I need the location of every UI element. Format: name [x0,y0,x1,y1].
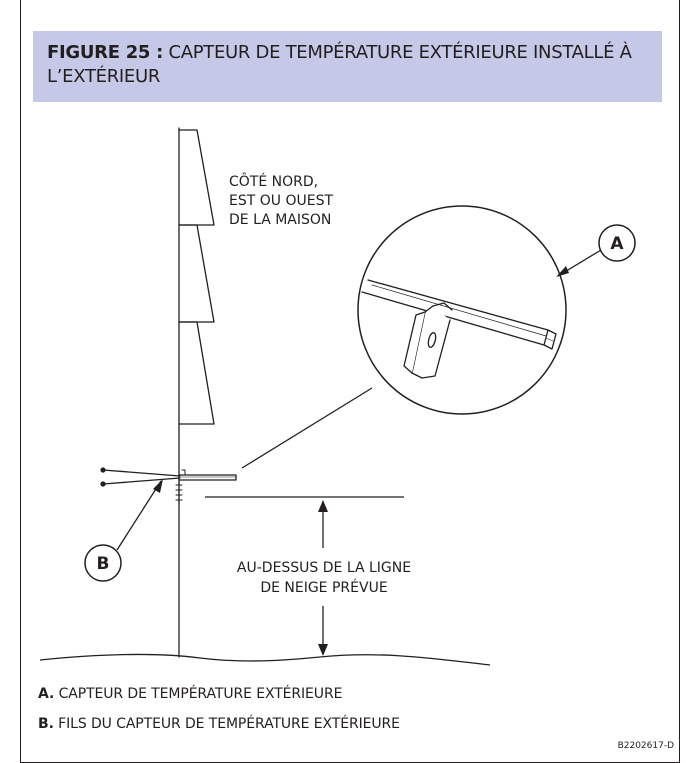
wire-end-2 [100,481,106,487]
callout-b-circle [84,544,122,582]
ground-line [39,653,491,666]
legend-item-b: B. FILS DU CAPTEUR DE TEMPÉRATURE EXTÉRI… [38,715,400,733]
figure-title: CAPTEUR DE TEMPÉRATURE EXTÉRIEURE INSTAL… [47,42,632,87]
sensor-wire-2 [102,477,181,485]
siding-panel-1 [178,129,215,226]
sensor-bar [178,474,237,481]
legend-text-a: CAPTEUR DE TEMPÉRATURE EXTÉRIEURE [58,686,343,702]
siding-panel-3 [178,321,215,425]
magnify-leader [241,387,373,469]
legend-item-a: A. CAPTEUR DE TEMPÉRATURE EXTÉRIEURE [38,685,342,703]
callout-a-circle [598,224,636,262]
callout-b-letter: B [97,554,110,574]
magnified-detail-circle [357,205,567,415]
snow-line-label-1: AU-DESSUS DE LA LIGNE [237,560,411,576]
callout-a-arrowhead [556,266,569,277]
house-side-label-1: CÔTÉ NORD, [229,172,318,190]
height-arrow-up [318,500,328,512]
house-side-label-3: DE LA MAISON [229,212,331,228]
callout-a-letter: A [610,234,624,254]
figure-number: FIGURE 25 : [47,42,164,63]
height-arrow-down [318,644,328,656]
legend-text-b: FILS DU CAPTEUR DE TEMPÉRATURE EXTÉRIEUR… [58,716,400,732]
snow-line-label-2: DE NEIGE PRÉVUE [260,579,387,596]
legend-key-b: B. [38,716,54,732]
house-side-label-2: EST OU OUEST [229,193,333,209]
callout-b-arrowhead [153,479,163,493]
document-code: B2202617-D [617,741,674,751]
wire-end-1 [100,467,106,473]
sensor-wire-1 [102,469,181,477]
figure-header: FIGURE 25 : CAPTEUR DE TEMPÉRATURE EXTÉR… [33,31,662,102]
legend-key-a: A. [38,686,55,702]
wire-clip [175,479,183,506]
siding-panel-2 [178,224,215,323]
callout-b-leader [116,480,162,551]
magnified-sensor [361,279,557,379]
